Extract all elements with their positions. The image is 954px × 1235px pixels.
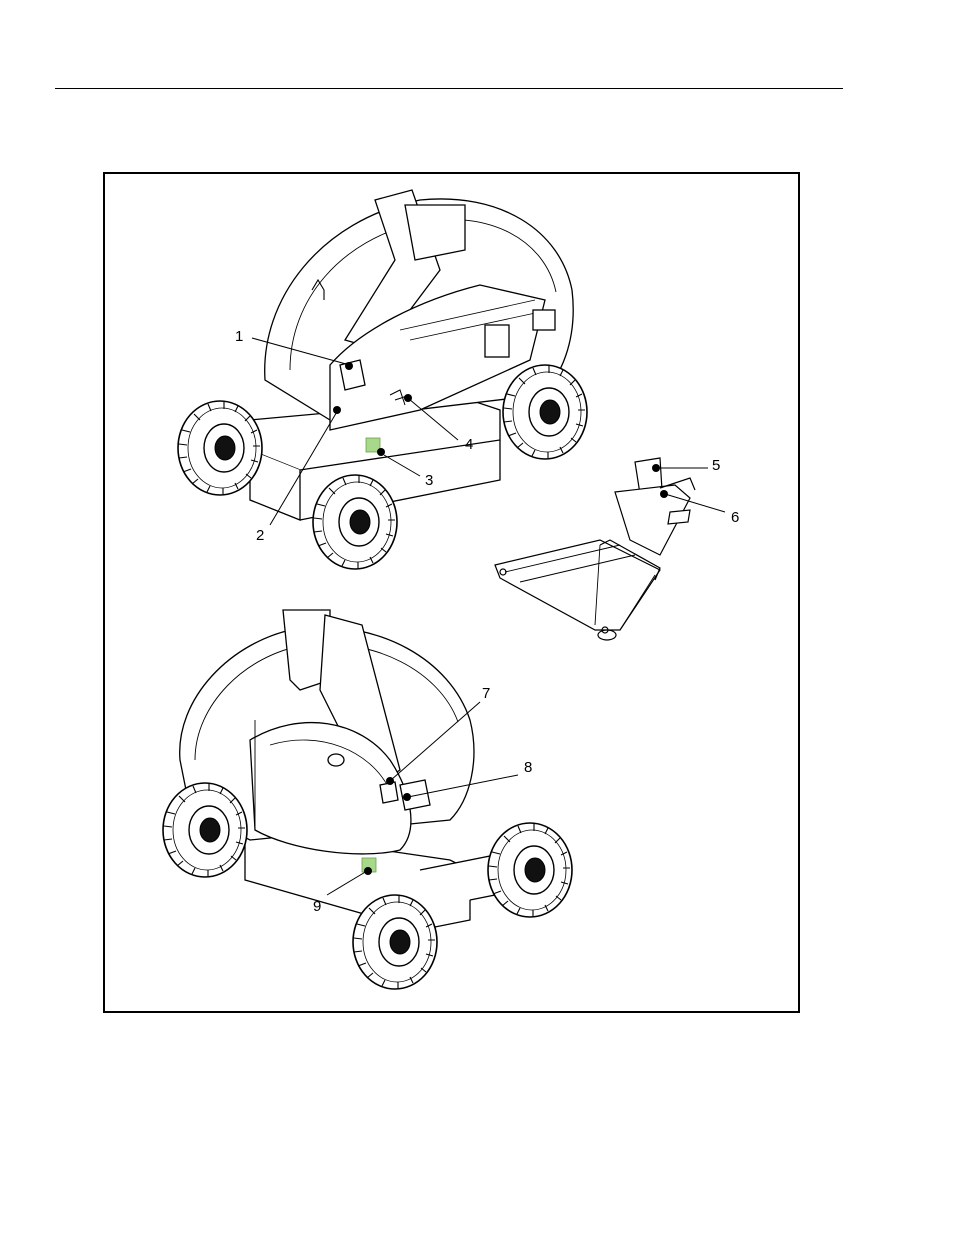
upper-machine-view xyxy=(250,190,573,520)
callout-8-label: 8 xyxy=(524,760,532,775)
tire-rear-left-upper xyxy=(178,401,262,495)
callout-9-label: 9 xyxy=(313,899,321,914)
tire-rear-right-lower xyxy=(488,823,572,917)
marker-7 xyxy=(386,777,394,785)
marker-1 xyxy=(345,362,353,370)
callout-2-label: 2 xyxy=(256,528,264,543)
marker-5 xyxy=(652,464,660,472)
callout-6-label: 6 xyxy=(731,510,739,525)
tire-front-left-lower xyxy=(353,895,437,989)
callout-3-label: 3 xyxy=(425,473,433,488)
valve-bracket-detail xyxy=(495,458,695,640)
tire-rear-left-lower xyxy=(163,783,247,877)
tire-front-left-upper xyxy=(313,475,397,569)
marker-6 xyxy=(660,490,668,498)
tire-rear-right-upper xyxy=(503,365,587,459)
callout-1-label: 1 xyxy=(235,329,243,344)
marker-9 xyxy=(364,867,372,875)
callout-7-label: 7 xyxy=(482,686,490,701)
marker-3 xyxy=(377,448,385,456)
marker-4 xyxy=(404,394,412,402)
callout-5-label: 5 xyxy=(712,458,720,473)
lower-machine-view xyxy=(180,610,520,930)
callout-4-label: 4 xyxy=(465,437,473,452)
marker-8 xyxy=(403,793,411,801)
marker-2 xyxy=(333,406,341,414)
